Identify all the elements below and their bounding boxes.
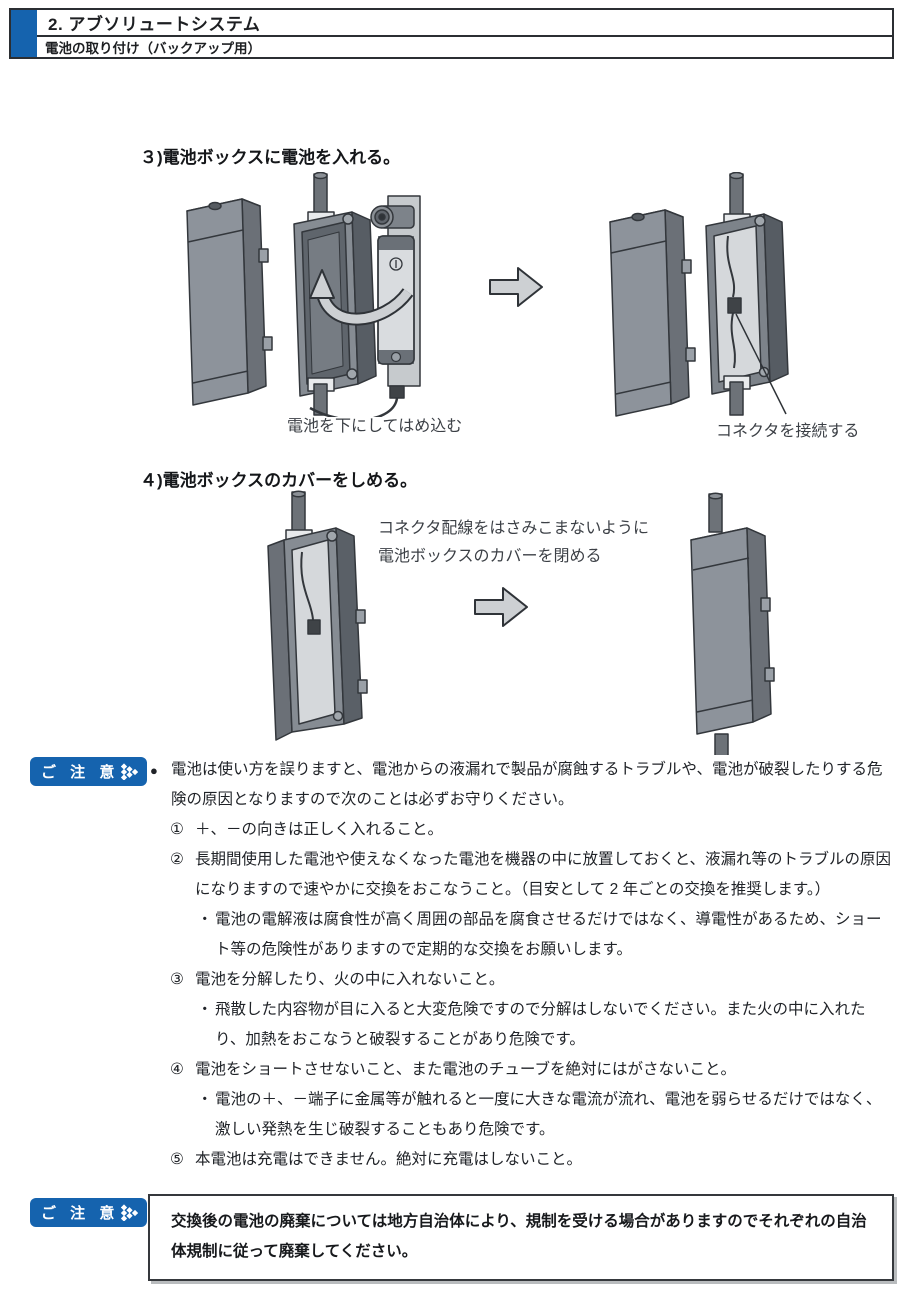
- warning-item-text: ＋、－の向きは正しく入れること。: [195, 821, 444, 838]
- warning-item: ・ 電池の＋、－端子に金属等が触れると一度に大きな電流が流れ、電池を弱らせるだけ…: [150, 1085, 892, 1145]
- close-cover-caption-line2: 電池ボックスのカバーを閉める: [378, 548, 602, 565]
- battery-box-cover-open: [267, 490, 368, 741]
- warning-item: ② 長期間使用した電池や使えなくなった電池を機器の中に放置しておくと、液漏れ等の…: [150, 845, 892, 905]
- section-subtitle: 電池の取り付け（バックアップ用）: [45, 41, 261, 56]
- warning-item-marker: ・: [197, 1091, 213, 1108]
- warning-item-text: 長期間使用した電池や使えなくなった電池を機器の中に放置しておくと、液漏れ等のトラ…: [195, 851, 891, 898]
- warning-item-marker: ・: [197, 911, 213, 928]
- disposal-notice-text: 交換後の電池の廃棄については地方自治体により、規制を受ける場合がありますのでそれ…: [171, 1213, 867, 1260]
- battery-warning-list: ● 電池は使い方を誤りますと、電池からの液漏れで製品が腐蝕するトラブルや、電池が…: [150, 755, 892, 1175]
- step4-heading: ４)電池ボックスのカバーをしめる。: [140, 471, 418, 490]
- battery-cover-right: [609, 209, 696, 417]
- battery-insert-illustration: [186, 172, 789, 417]
- battery-box-open: [293, 172, 377, 416]
- header-accent-bar: [11, 10, 37, 57]
- warning-item-text: 飛散した内容物が目に入ると大変危険ですので分解はしないでください。また火の中に入…: [215, 1001, 866, 1048]
- curved-insert-arrow-icon: [309, 269, 414, 326]
- step3-heading: ３)電池ボックスに電池を入れる。: [140, 148, 401, 167]
- warning-item: ① ＋、－の向きは正しく入れること。: [150, 815, 892, 845]
- battery-cover-left: [186, 198, 273, 406]
- close-cover-caption-line1: コネクタ配線をはさみこまないように: [378, 520, 650, 537]
- warning-item: ・ 電池の電解液は腐食性が高く周囲の部品を腐食させるだけではなく、導電性があるた…: [150, 905, 892, 965]
- warning-item-text: 電池をショートさせないこと、また電池のチューブを絶対にはがさないこと。: [195, 1061, 736, 1078]
- warning-item-text: 電池の電解液は腐食性が高く周囲の部品を腐食させるだけではなく、導電性があるため、…: [215, 911, 882, 958]
- warning-item-marker: ②: [170, 851, 184, 868]
- dotted-arrow-icon: [121, 1204, 139, 1221]
- warning-item: ④ 電池をショートさせないこと、また電池のチューブを絶対にはがさないこと。: [150, 1055, 892, 1085]
- warning-item-text: 本電池は充電はできません。絶対に充電はしないこと。: [195, 1151, 583, 1168]
- caution-badge: ご 注 意: [30, 1198, 148, 1227]
- page-header: 2. アブソリュートシステム 電池の取り付け（バックアップ用）: [9, 8, 894, 59]
- right-arrow-icon: [489, 267, 543, 307]
- warning-item-marker: ・: [197, 1001, 213, 1018]
- warning-item: ⑤ 本電池は充電はできません。絶対に充電はしないこと。: [150, 1145, 892, 1175]
- disposal-notice-box: 交換後の電池の廃棄については地方自治体により、規制を受ける場合がありますのでそれ…: [148, 1194, 894, 1281]
- warning-item: ・ 飛散した内容物が目に入ると大変危険ですので分解はしないでください。また火の中…: [150, 995, 892, 1055]
- warning-item: ③ 電池を分解したり、火の中に入れないこと。: [150, 965, 892, 995]
- battery-box-closed: [690, 492, 775, 755]
- warning-item-text: 電池を分解したり、火の中に入れないこと。: [195, 971, 505, 988]
- warning-item-marker: ③: [170, 971, 184, 988]
- warning-item-marker: ⑤: [170, 1151, 184, 1168]
- warning-item-marker: ④: [170, 1061, 184, 1078]
- warning-item-marker: ①: [170, 821, 184, 838]
- dotted-arrow-icon: [121, 763, 139, 780]
- caution-badge-label: ご 注 意: [41, 764, 120, 781]
- connector-leader-line: [735, 313, 787, 415]
- battery-box-assembled: [705, 172, 789, 416]
- insert-caption: 電池を下にしてはめ込む: [287, 418, 463, 435]
- warning-item-marker: ●: [150, 763, 158, 778]
- caution-badge: ご 注 意: [30, 757, 148, 786]
- connector-caption: コネクタを接続する: [716, 423, 860, 440]
- section-title: 2. アブソリュートシステム: [37, 10, 892, 37]
- warning-item: ● 電池は使い方を誤りますと、電池からの液漏れで製品が腐蝕するトラブルや、電池が…: [150, 755, 892, 815]
- warning-item-text: 電池の＋、－端子に金属等が触れると一度に大きな電流が流れ、電池を弱らせるだけでは…: [215, 1091, 882, 1138]
- header-main: 2. アブソリュートシステム 電池の取り付け（バックアップ用）: [37, 10, 892, 57]
- warning-item-text: 電池は使い方を誤りますと、電池からの液漏れで製品が腐蝕するトラブルや、電池が破裂…: [171, 761, 883, 808]
- right-arrow-icon: [474, 587, 528, 627]
- close-cover-illustration: [267, 490, 775, 755]
- caution-badge-label: ご 注 意: [41, 1205, 120, 1222]
- close-cover-caption: コネクタ配線をはさみこまないように 電池ボックスのカバーを閉める: [378, 515, 649, 571]
